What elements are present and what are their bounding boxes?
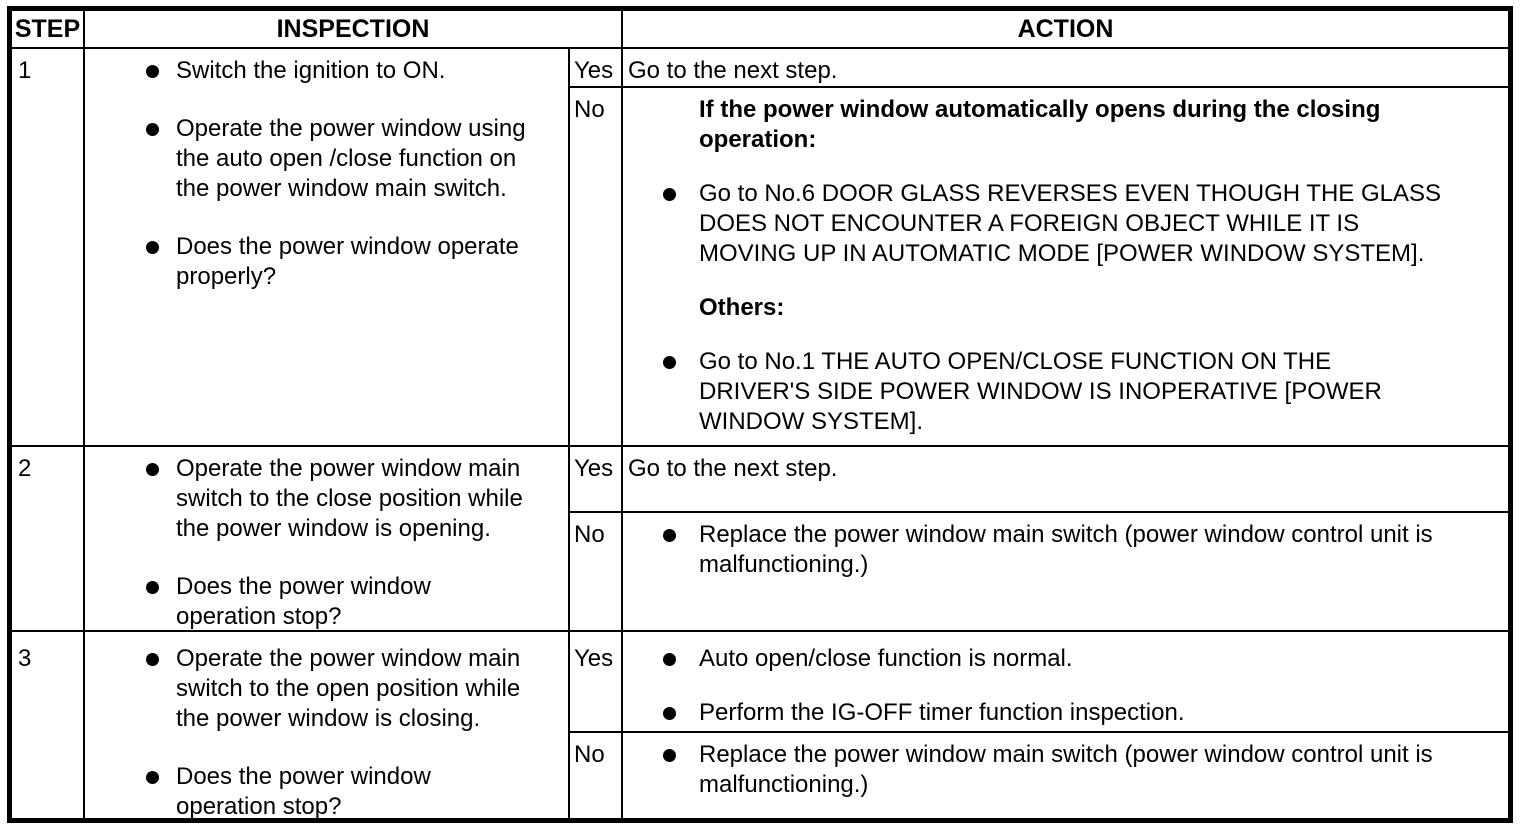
table-row: 1 Switch the ignition to ON. Operate the… [12, 49, 1508, 447]
bullet-icon [146, 123, 159, 136]
inspection-item: Does the power window operation stop? [146, 762, 562, 818]
bullet-icon [663, 749, 676, 762]
bullet-icon [146, 581, 159, 594]
bullet-icon [663, 529, 676, 542]
no-row: No If the power window automatically ope… [570, 88, 1508, 445]
step-cell: 3 [12, 632, 85, 818]
action-text: Replace the power window main switch (po… [699, 741, 1433, 798]
header-action-cell: ACTION [1017, 14, 1114, 43]
action-text: Go to No.6 DOOR GLASS REVERSES EVEN THOU… [699, 180, 1442, 267]
no-label: No [570, 733, 623, 818]
action-item: Go to No.6 DOOR GLASS REVERSES EVEN THOU… [663, 179, 1500, 269]
no-row: No Replace the power window main switch … [570, 733, 1508, 818]
bullet-icon [146, 771, 159, 784]
no-row: No Replace the power window main switch … [570, 513, 1508, 630]
no-action-cell: Replace the power window main switch (po… [623, 733, 1508, 818]
step-number: 3 [18, 645, 32, 672]
inspection-cell: Operate the power window main switch to … [85, 632, 570, 818]
inspection-text: Operate the power window main switch to … [176, 645, 521, 732]
action-text: Auto open/close function is normal. [699, 645, 1073, 672]
yes-label: Yes [570, 447, 623, 511]
inspection-text: Operate the power window main switch to … [176, 455, 523, 542]
step-number: 2 [18, 455, 32, 482]
action-text: Go to the next step. [628, 57, 838, 84]
bullet-icon [146, 241, 159, 254]
no-action-cell: If the power window automatically opens … [623, 88, 1508, 445]
action-item: Replace the power window main switch (po… [663, 520, 1500, 580]
inspection-text: Operate the power window using the auto … [176, 115, 526, 202]
action-text: Replace the power window main switch (po… [699, 521, 1433, 578]
inspection-item: Operate the power window main switch to … [146, 644, 562, 734]
inspection-cell: Operate the power window main switch to … [85, 447, 570, 630]
inspection-cell: Switch the ignition to ON. Operate the p… [85, 49, 570, 445]
action-heading: Others: [699, 294, 785, 321]
inspection-item: Switch the ignition to ON. [146, 56, 562, 86]
yes-row: Yes Go to the next step. [570, 447, 1508, 513]
header-inspection-cell: INSPECTION [85, 11, 623, 47]
bullet-icon [663, 653, 676, 666]
yes-row: Yes Go to the next step. [570, 49, 1508, 88]
inspection-item: Operate the power window main switch to … [146, 454, 562, 544]
inspection-text: Does the power window operation stop? [176, 573, 431, 630]
action-item: Perform the IG-OFF timer function inspec… [663, 698, 1500, 728]
bullet-icon [663, 188, 676, 201]
table-row: 2 Operate the power window main switch t… [12, 447, 1508, 632]
bullet-icon [146, 463, 159, 476]
inspection-item: Does the power window operation stop? [146, 572, 562, 630]
inspection-item: Does the power window operate properly? [146, 232, 562, 292]
bullet-icon [663, 356, 676, 369]
step-number: 1 [18, 57, 32, 84]
yes-action-cell: Go to the next step. [623, 447, 1508, 511]
step-cell: 2 [12, 447, 85, 630]
table-header-row: STEP INSPECTION ACTION [12, 11, 1508, 49]
inspection-text: Does the power window operation stop? [176, 763, 431, 818]
no-action-cell: Replace the power window main switch (po… [623, 513, 1508, 630]
yes-label: Yes [570, 632, 623, 731]
action-item: Replace the power window main switch (po… [663, 740, 1500, 800]
inspection-text: Does the power window operate properly? [176, 233, 519, 290]
action-text: Go to the next step. [628, 455, 838, 482]
action-text: Go to No.1 THE AUTO OPEN/CLOSE FUNCTION … [699, 348, 1382, 435]
yes-label: Yes [570, 49, 623, 86]
no-label: No [570, 88, 623, 445]
action-item: Go to No.1 THE AUTO OPEN/CLOSE FUNCTION … [663, 347, 1500, 437]
yes-action-cell: Go to the next step. [623, 49, 1508, 86]
action-text: Perform the IG-OFF timer function inspec… [699, 699, 1185, 726]
bullet-icon [146, 65, 159, 78]
step-cell: 1 [12, 49, 85, 445]
no-label: No [570, 513, 623, 630]
action-item: Auto open/close function is normal. [663, 644, 1500, 674]
action-section: Yes Go to the next step. No If the power… [570, 49, 1508, 445]
bullet-icon [146, 653, 159, 666]
inspection-text: Switch the ignition to ON. [176, 57, 446, 84]
header-step-cell: STEP [12, 11, 85, 47]
table-row: 3 Operate the power window main switch t… [12, 632, 1508, 818]
action-heading: If the power window automatically opens … [699, 96, 1381, 153]
bullet-icon [663, 707, 676, 720]
yes-row: Yes Auto open/close function is normal. … [570, 632, 1508, 733]
troubleshooting-table: STEP INSPECTION ACTION 1 Switch the igni… [7, 6, 1513, 823]
action-section: Yes Auto open/close function is normal. … [570, 632, 1508, 818]
yes-action-cell: Auto open/close function is normal. Perf… [623, 632, 1508, 731]
action-section: Yes Go to the next step. No Replace the … [570, 447, 1508, 630]
inspection-item: Operate the power window using the auto … [146, 114, 562, 204]
